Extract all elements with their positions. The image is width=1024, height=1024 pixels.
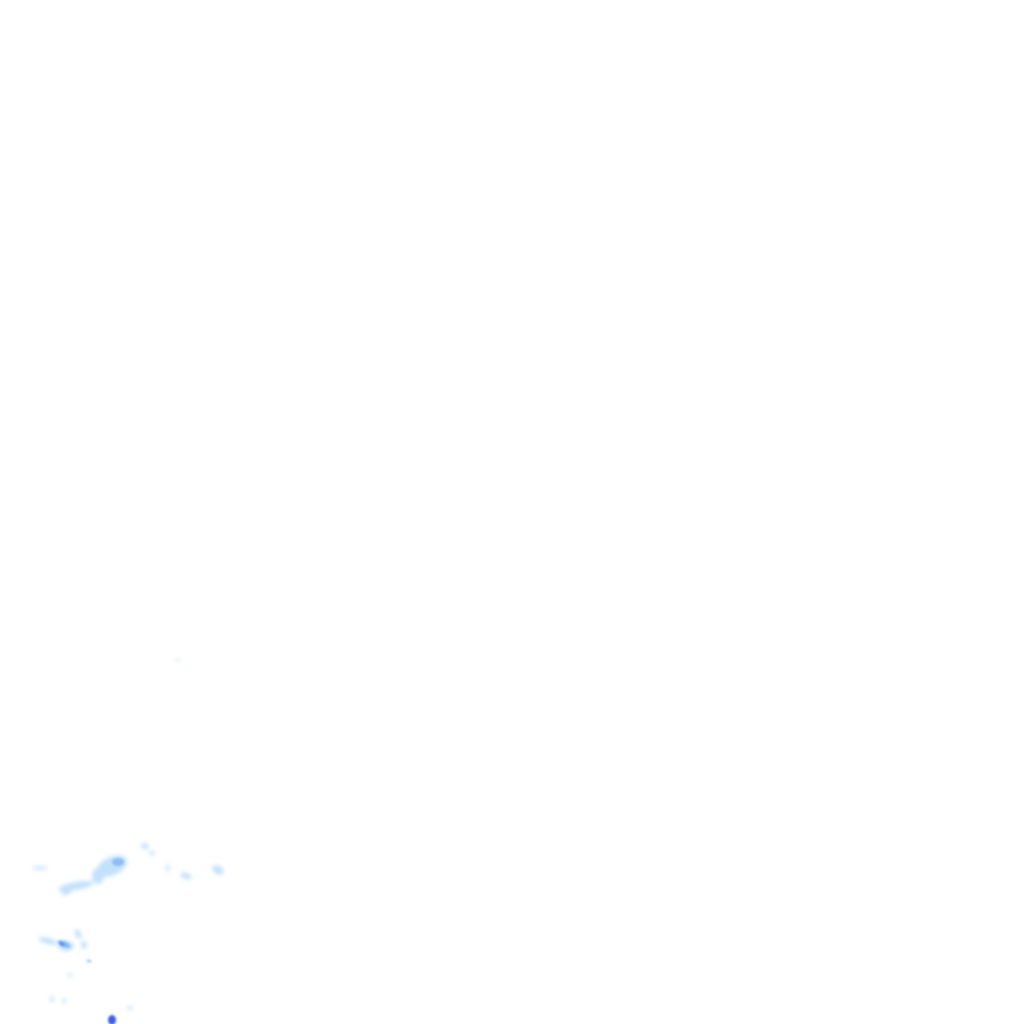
precip-cell	[50, 996, 54, 1002]
precip-cell	[108, 1015, 116, 1024]
precip-cell	[149, 851, 155, 855]
precip-cell	[68, 973, 72, 977]
precip-cell	[87, 960, 91, 962]
precip-cell	[92, 868, 104, 884]
precip-cell	[32, 866, 48, 870]
precip-cell	[61, 889, 71, 895]
precip-cell	[212, 865, 224, 875]
precip-cell	[166, 865, 170, 871]
precip-cell	[180, 872, 192, 880]
precip-cell	[74, 929, 82, 939]
precip-cell	[127, 1006, 133, 1010]
precip-cell	[38, 937, 58, 945]
precip-cell	[59, 942, 65, 946]
precip-cell	[175, 659, 181, 661]
precip-cell	[58, 880, 94, 892]
precip-cell	[112, 858, 124, 866]
precip-cell	[81, 941, 87, 949]
precip-cell	[62, 998, 66, 1004]
precip-cell	[141, 843, 149, 849]
